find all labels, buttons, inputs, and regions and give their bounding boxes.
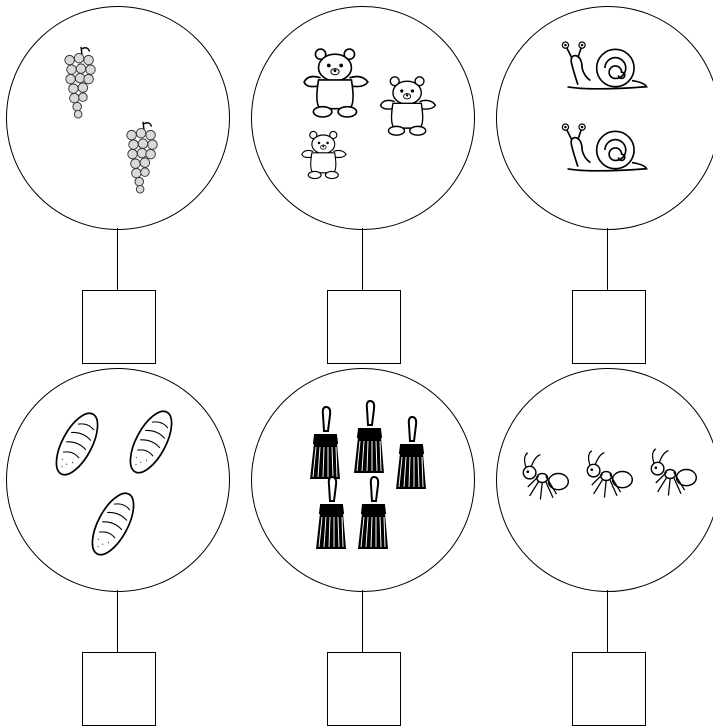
count-item-teddy-bears xyxy=(251,6,481,366)
connector-line xyxy=(117,590,118,652)
bread-loaf-icon xyxy=(127,405,175,479)
grapes-icon xyxy=(62,37,100,125)
brush-icon xyxy=(310,473,348,553)
bread-loaf-icon xyxy=(89,487,137,561)
count-item-ants xyxy=(496,368,713,728)
ant-icon xyxy=(581,449,635,503)
brush-icon xyxy=(390,413,428,493)
picture-circle xyxy=(251,368,475,592)
picture-circle xyxy=(496,368,713,592)
answer-box[interactable] xyxy=(327,652,401,726)
picture-circle xyxy=(6,6,230,230)
brush-icon xyxy=(352,473,390,553)
picture-circle xyxy=(6,368,230,592)
connector-line xyxy=(607,228,608,290)
answer-box[interactable] xyxy=(82,652,156,726)
grapes-icon xyxy=(124,112,162,200)
snail-icon xyxy=(559,123,653,175)
teddy-bear-icon xyxy=(300,47,372,119)
teddy-bear-icon xyxy=(299,129,349,181)
connector-line xyxy=(362,590,363,652)
brush-icon xyxy=(348,397,386,477)
count-item-snails xyxy=(496,6,713,366)
picture-circle xyxy=(496,6,713,230)
connector-line xyxy=(607,590,608,652)
connector-line xyxy=(117,228,118,290)
answer-box[interactable] xyxy=(572,290,646,364)
picture-circle xyxy=(251,6,475,230)
bread-loaf-icon xyxy=(53,407,101,481)
teddy-bear-icon xyxy=(377,72,439,140)
brush-icon xyxy=(304,403,342,483)
ant-icon xyxy=(517,451,571,505)
count-item-grapes xyxy=(6,6,236,366)
count-item-brushes xyxy=(251,368,481,728)
answer-box[interactable] xyxy=(572,652,646,726)
connector-line xyxy=(362,228,363,290)
snail-icon xyxy=(559,41,653,93)
ant-icon xyxy=(645,447,699,501)
count-item-bread xyxy=(6,368,236,728)
answer-box[interactable] xyxy=(327,290,401,364)
answer-box[interactable] xyxy=(82,290,156,364)
